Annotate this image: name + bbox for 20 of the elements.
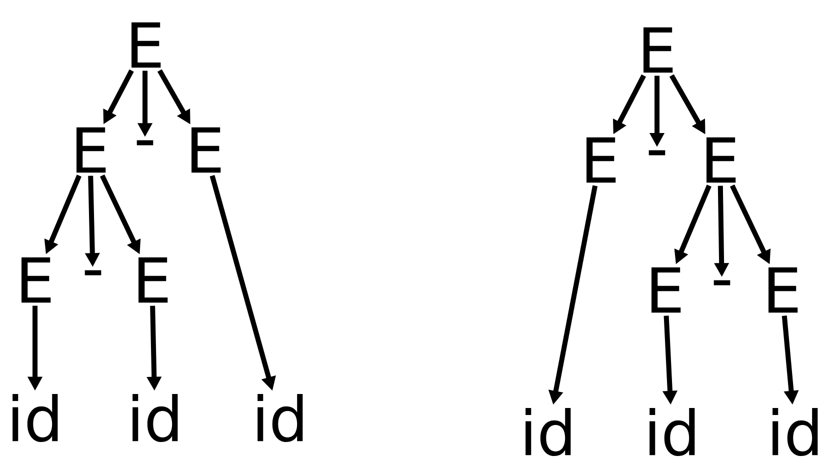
- tree-symbol: E: [22, 257, 51, 303]
- tree-symbol: id: [650, 408, 695, 456]
- tree-symbol: E: [138, 257, 168, 303]
- tree-symbol: -: [136, 140, 154, 146]
- tree-symbol: E: [706, 137, 736, 183]
- tree-symbol: E: [76, 127, 106, 173]
- tree-symbol: id: [772, 408, 818, 456]
- tree-symbol: -: [84, 270, 102, 276]
- tree-symbol: E: [192, 127, 221, 173]
- tree-symbol: -: [714, 280, 730, 286]
- tree-symbol: E: [586, 137, 616, 183]
- tree-symbol: id: [258, 394, 303, 442]
- tree-symbol: id: [12, 394, 58, 442]
- tree-symbol: E: [768, 267, 798, 313]
- tree-symbol: E: [644, 27, 673, 73]
- tree-symbol: E: [652, 267, 681, 313]
- tree-symbol: id: [526, 408, 571, 456]
- tree-symbol: -: [648, 150, 666, 156]
- tree-symbol: id: [132, 394, 178, 442]
- tree-symbol: E: [132, 22, 161, 68]
